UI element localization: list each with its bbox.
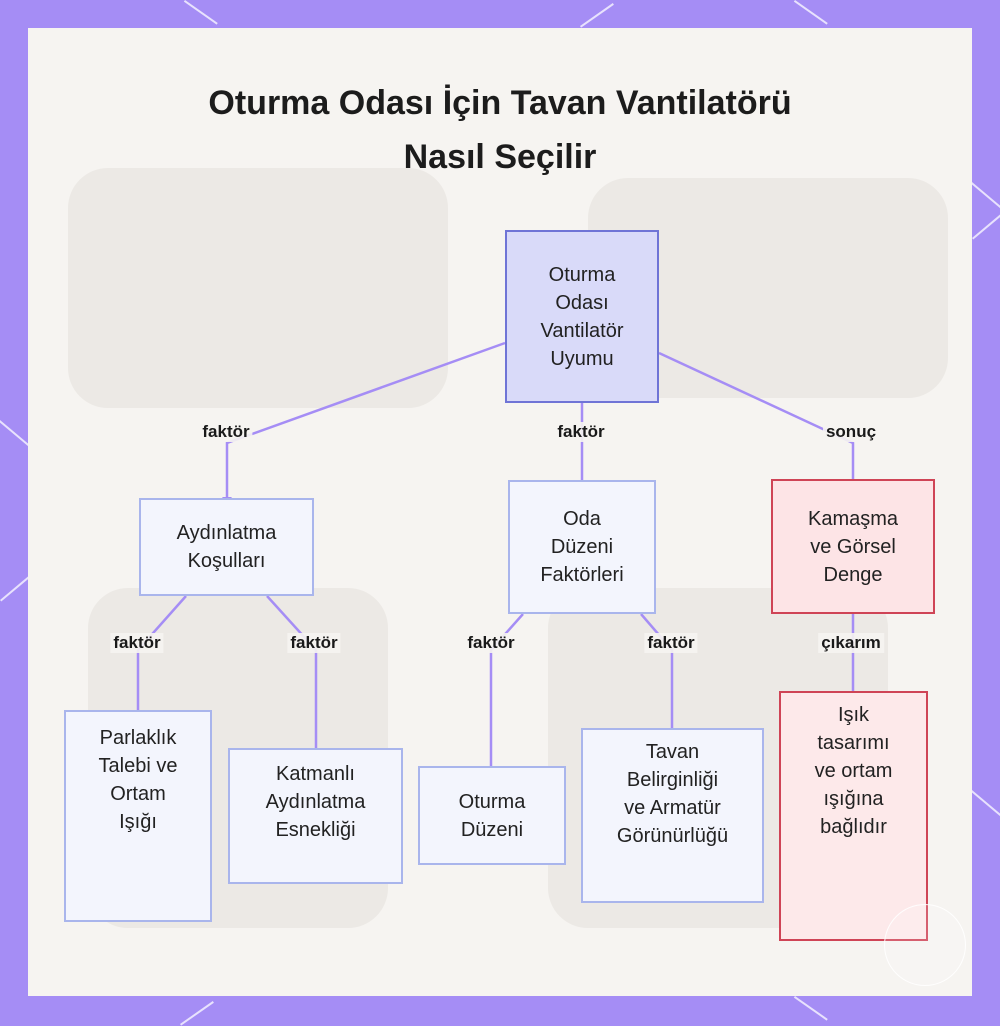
edge-label-root-layout: faktör [554, 422, 608, 442]
edge-root-lighting [225, 341, 506, 497]
node-text-line: Aydınlatma [265, 791, 366, 813]
node-text-line: Tavan [645, 741, 700, 763]
node-text-line: ve Görsel [810, 535, 896, 558]
node-text-line: Düzeni [550, 536, 614, 558]
edge-label-glare-inference: çıkarım [818, 633, 884, 653]
edge-label-root-lighting: faktör [199, 422, 253, 442]
node-text-line: Katmanlı [276, 763, 355, 785]
edge-root-glare [658, 351, 855, 480]
node-text-line: ışığına [823, 788, 884, 810]
node-text-line: Uyumu [550, 347, 614, 370]
node-text-line: Oturma [458, 790, 526, 813]
node-text-line: Denge [823, 563, 883, 586]
node-inference: Işık tasarımı ve ortam ışığına bağlıdır [779, 691, 928, 941]
node-text-line: Oda [563, 508, 601, 530]
edge-label-layout-ceiling: faktör [644, 633, 698, 653]
node-text-line: ve Armatür [624, 797, 721, 819]
node-text-line: Oturma [548, 263, 616, 286]
background-shape [68, 168, 448, 408]
watermark-badge [884, 904, 966, 986]
node-text-line: Talebi ve [98, 755, 178, 777]
node-text-line: Düzeni [460, 818, 524, 841]
edge-label-lighting-layered: faktör [287, 633, 341, 653]
diagram-title-line2: Nasıl Seçilir [403, 138, 597, 176]
node-text-line: Görünürlüğü [616, 825, 729, 847]
edge-label-layout-seating: faktör [464, 633, 518, 653]
edge-label-root-glare: sonuç [822, 422, 880, 442]
edge-lighting-brightness [136, 595, 187, 710]
node-text-line: Koşulları [187, 550, 266, 572]
edge-layout-ceiling [640, 613, 674, 728]
node-text-line: bağlıdır [820, 816, 887, 838]
edge-lighting-layered [266, 595, 318, 748]
diagram-title-line1: Oturma Odası İçin Tavan Vantilatörü [208, 84, 792, 122]
node-text-line: Vantilatör [540, 319, 624, 342]
node-text-line: Işık [837, 704, 870, 726]
node-text-line: Aydınlatma [176, 522, 277, 544]
edge-label-lighting-brightness: faktör [110, 633, 164, 653]
node-text-line: Ortam [110, 783, 166, 805]
node-text-line: ve ortam [814, 760, 893, 782]
node-text-line: Odası [555, 291, 609, 314]
node-text-line: Kamaşma [807, 507, 899, 530]
node-text-line: Işığı [119, 811, 157, 833]
node-text-line: Belirginliği [626, 769, 719, 791]
node-text-line: Faktörleri [540, 564, 624, 586]
node-text-line: tasarımı [817, 732, 890, 754]
node-text-line: Parlaklık [99, 727, 177, 749]
node-text-line: Esnekliği [275, 819, 356, 841]
